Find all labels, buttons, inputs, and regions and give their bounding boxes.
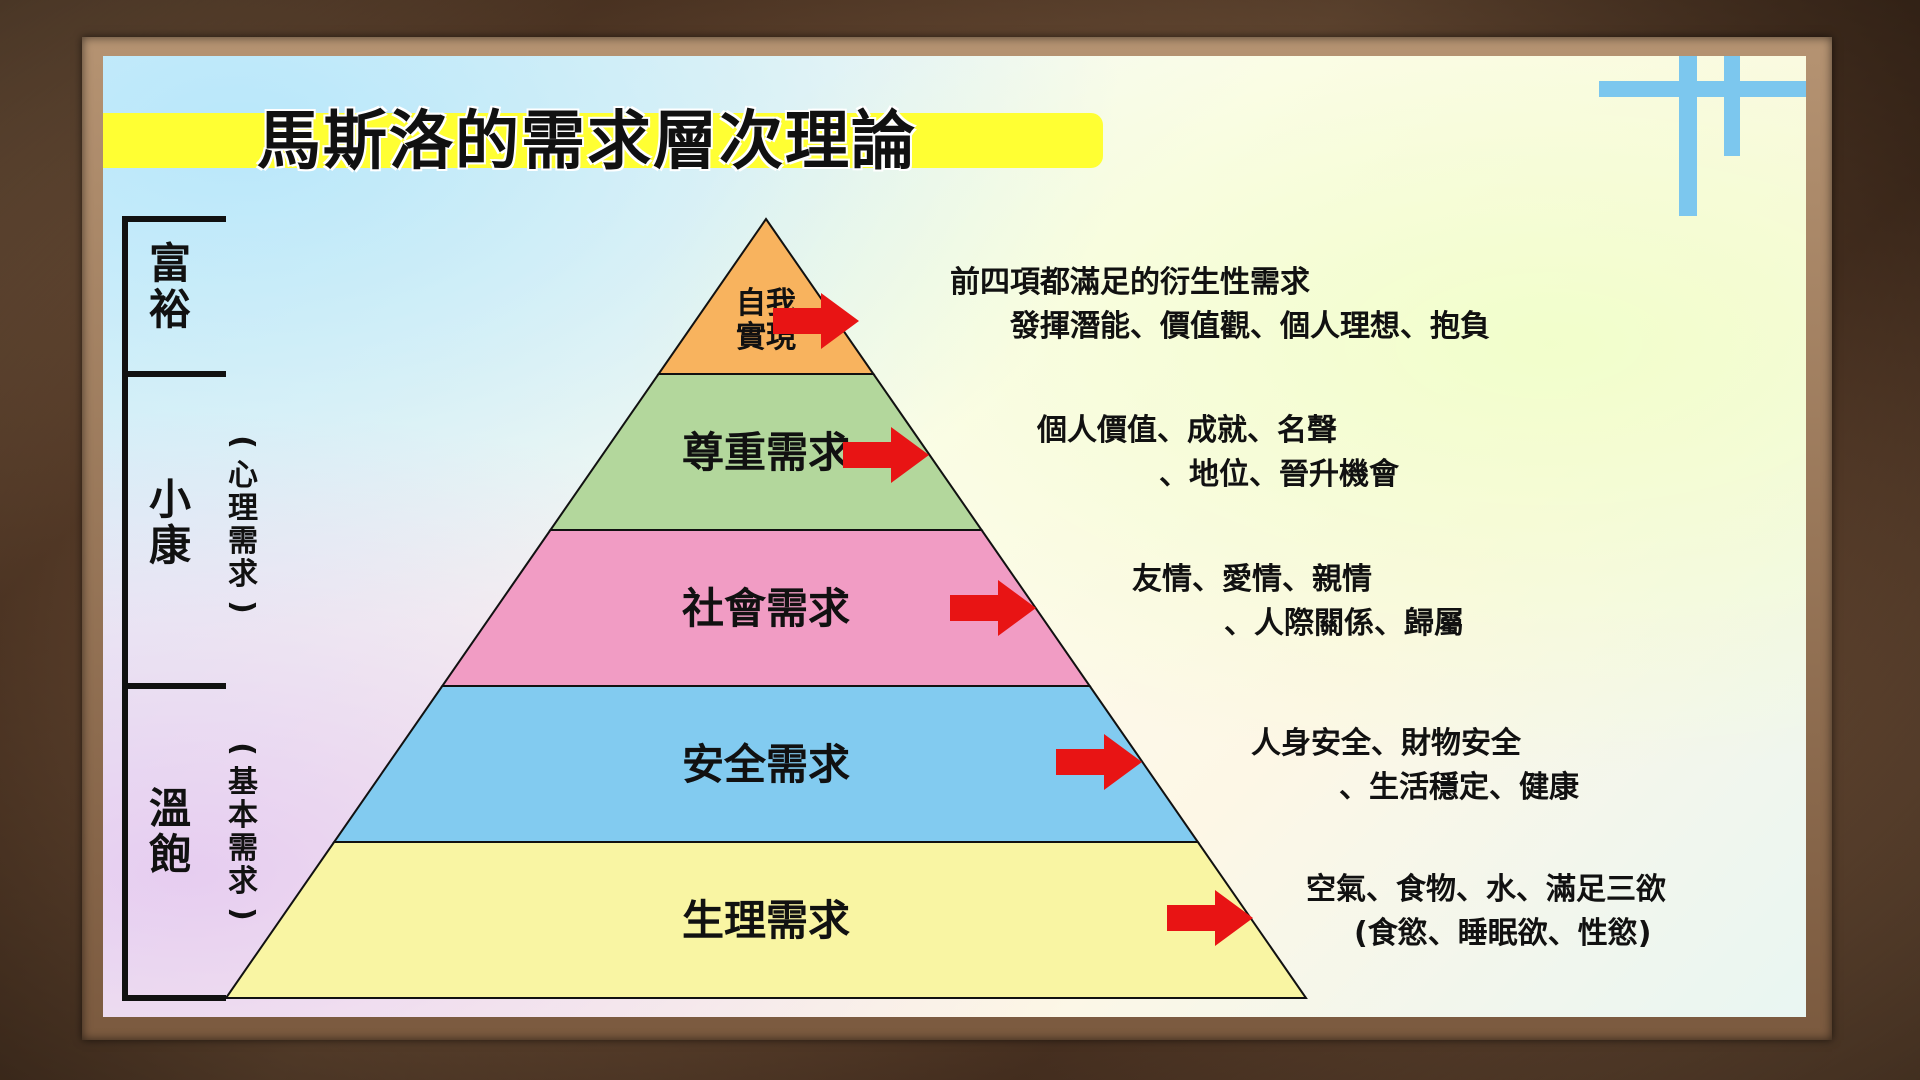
level-description-line: 個人價值、成就、名聲 [1036,413,1337,448]
group-note-char: 基 [228,765,258,800]
pyramid-level-5 [224,841,1308,999]
right-arrow-icon [773,293,859,349]
corner-decoration [1599,56,1806,216]
maslow-diagram: 自我實現前四項都滿足的衍生性需求發揮潛能、價值觀、個人理想、抱負尊重需求個人價值… [122,216,1666,1001]
group-note-char: 需 [228,831,258,866]
group-note-char: 理 [228,491,258,526]
group-bracket [122,216,226,1001]
slide: 馬斯洛的需求層次理論 自我實現前四項都滿足的衍生性需求發揮潛能、價值觀、個人理想… [103,56,1806,1017]
group-label-char: 飽 [149,830,191,879]
group-note-char: 需 [228,524,258,559]
group-label-char: 裕 [149,285,191,334]
level-description-line: (食慾、睡眠欲、性慾) [1354,916,1651,951]
level-description-line: 前四項都滿足的衍生性需求 [950,265,1310,300]
level-description-line: 人身安全、財物安全 [1251,726,1522,761]
level-description-line: 空氣、食物、水、滿足三欲 [1306,872,1666,907]
group-label-char: 康 [149,521,191,570]
pyramid-level-label: 社會需求 [682,584,850,633]
pyramid-level-label: 生理需求 [682,896,850,945]
level-description-line: 、生活穩定、健康 [1339,770,1580,805]
group-note-char: ( [225,435,260,449]
right-arrow-icon [950,580,1036,636]
group-label-char: 小 [149,475,191,524]
pyramid-level-label: 尊重需求 [682,428,850,477]
pyramid-level-label: 安全需求 [682,740,850,789]
page-title: 馬斯洛的需求層次理論 [257,105,917,179]
group-note-char: 心 [228,458,258,493]
group-note-char: 本 [228,798,258,833]
group-label-char: 溫 [149,784,191,833]
group-note-char: 求 [228,557,258,592]
title-highlight-band [103,113,1103,168]
level-description-line: 、人際關係、歸屬 [1224,606,1464,641]
group-note-char: ) [225,600,260,614]
level-description-line: 、地位、晉升機會 [1159,457,1400,492]
group-note-char: ( [225,742,260,756]
right-arrow-icon [843,427,929,483]
group-note-char: ) [225,907,260,921]
level-description-line: 友情、愛情、親情 [1132,562,1372,597]
right-arrow-icon [1167,890,1253,946]
level-description-line: 發揮潛能、價值觀、個人理想、抱負 [1009,309,1490,344]
group-label-char: 富 [149,239,191,288]
right-arrow-icon [1056,734,1142,790]
group-note-char: 求 [228,864,258,899]
